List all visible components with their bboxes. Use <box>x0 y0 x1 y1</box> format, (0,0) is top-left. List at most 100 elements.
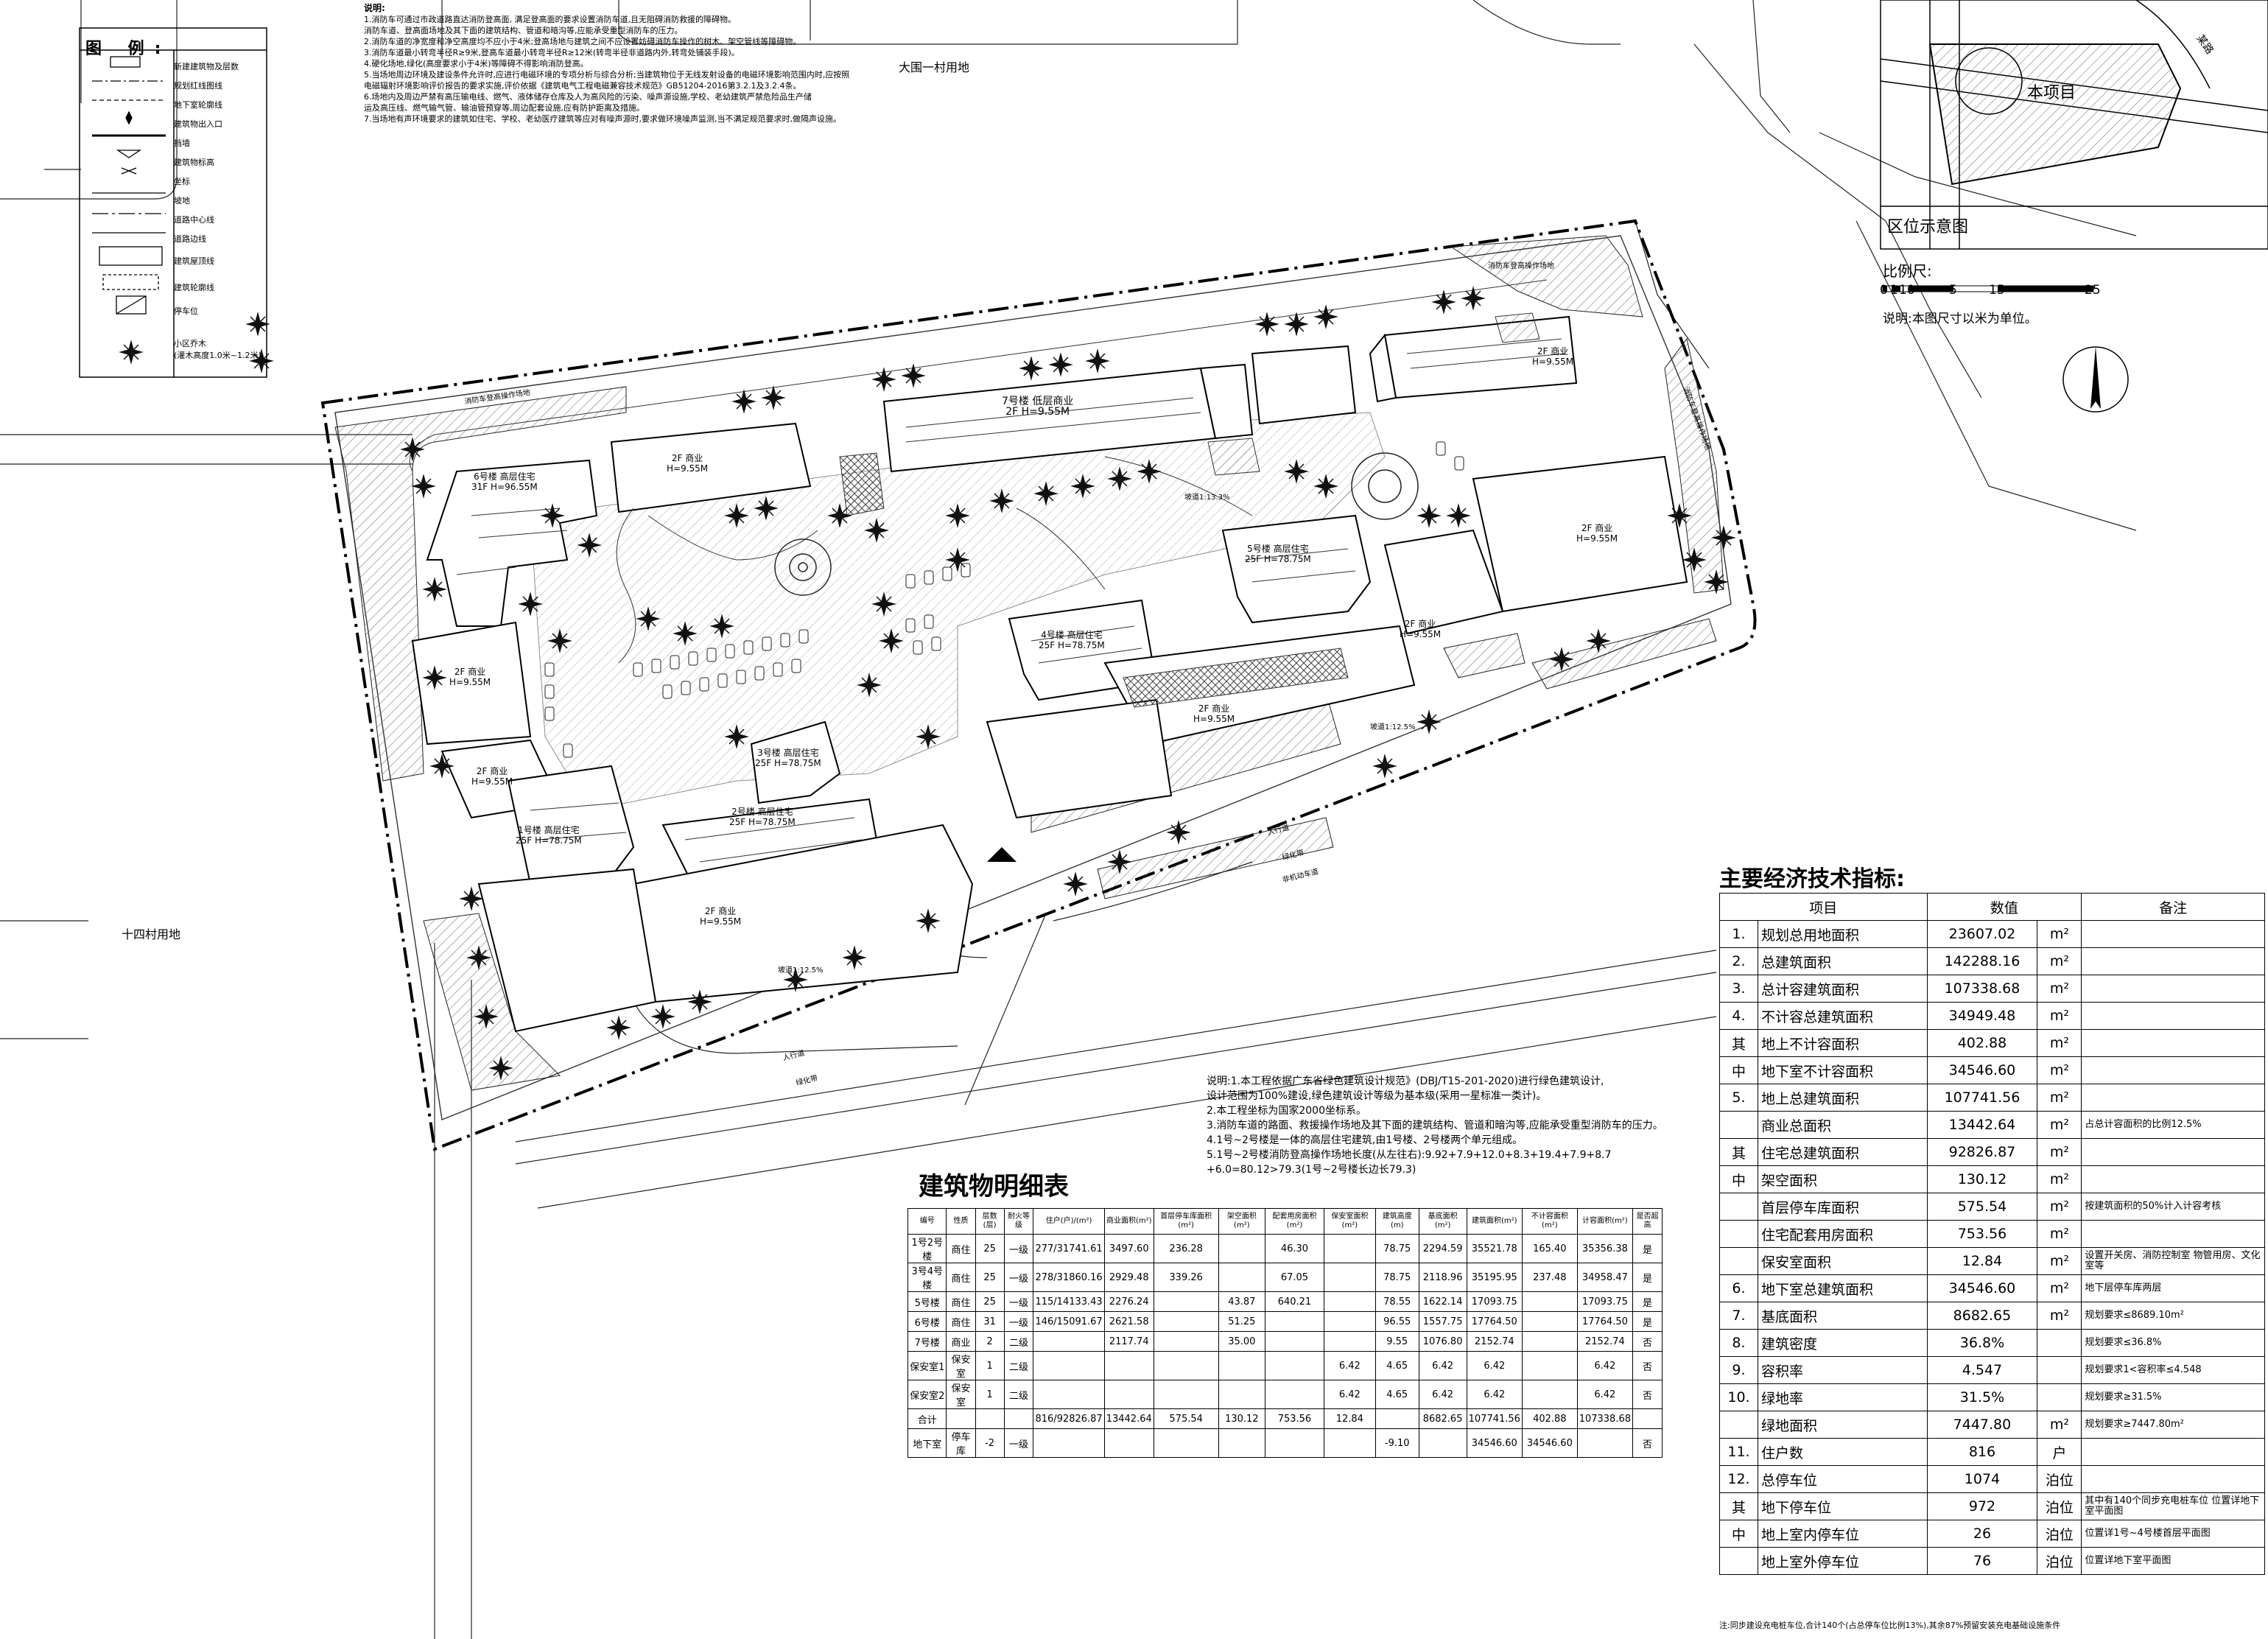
table-cell: 78.75 <box>1375 1263 1419 1292</box>
table-cell: 17764.50 <box>1576 1311 1634 1332</box>
table-cell: 67.05 <box>1265 1263 1324 1292</box>
table-cell: 8682.65 <box>1926 1302 2038 1330</box>
table-cell: 二级 <box>1003 1351 1034 1380</box>
table-cell: 7. <box>1719 1302 1758 1330</box>
table-cell <box>1218 1351 1266 1380</box>
table-cell: 商住 <box>946 1311 976 1332</box>
table-header-cell: 层数(层) <box>975 1208 1005 1235</box>
table-cell <box>1218 1428 1266 1458</box>
inset-title: 区位示意图 <box>1887 218 1969 236</box>
table-header-cell: 计容面积(m²) <box>1576 1208 1634 1235</box>
table-header-cell: 是否超高 <box>1632 1208 1663 1235</box>
table-cell: 不计容总建筑面积 <box>1757 1002 1928 1030</box>
table-cell: 25 <box>975 1263 1005 1292</box>
table-cell: 绿地率 <box>1757 1383 1928 1411</box>
table-cell: 一级 <box>1003 1428 1034 1458</box>
table-cell: 972 <box>1926 1492 2038 1520</box>
table-cell: 总停车位 <box>1757 1465 1928 1493</box>
table-cell: 1 <box>975 1351 1005 1380</box>
legend-item: 地下室轮廓线 <box>174 100 222 110</box>
table-cell: 是 <box>1632 1263 1663 1292</box>
scale-num: 1 <box>1890 283 1898 298</box>
table-cell <box>1265 1428 1324 1458</box>
table-cell <box>1003 1408 1034 1429</box>
table-cell <box>1521 1351 1578 1380</box>
west-land-label: 十四村用地 <box>122 927 181 941</box>
north-land-label: 大围一村用地 <box>899 60 970 74</box>
building-details <box>456 312 1566 863</box>
table-cell: m² <box>2037 1193 2082 1221</box>
table-cell <box>2081 975 2265 1003</box>
table-cell: 575.54 <box>1153 1408 1219 1429</box>
table-cell: 11. <box>1719 1438 1758 1466</box>
parking-stalls <box>544 441 1464 758</box>
table-cell: 107741.56 <box>1466 1408 1523 1429</box>
table-cell <box>1521 1380 1578 1409</box>
table-cell: 商业 <box>946 1331 976 1352</box>
legend-item: 挡墙 <box>174 138 190 148</box>
table-cell <box>2081 1138 2265 1166</box>
table-cell <box>1323 1428 1376 1458</box>
table-cell <box>1218 1263 1266 1292</box>
table-cell: 地上室外停车位 <box>1757 1547 1928 1575</box>
table-cell: 规划要求1<容积率≤4.548 <box>2081 1356 2265 1384</box>
table-cell <box>2037 1356 2082 1384</box>
table-cell: 规划要求≤8689.10m² <box>2081 1302 2265 1330</box>
table-cell: m² <box>2037 1138 2082 1166</box>
table-cell: 1622.14 <box>1418 1291 1467 1312</box>
table-cell <box>1033 1351 1105 1380</box>
table-cell: 否 <box>1632 1331 1663 1352</box>
econ-table-title: 主要经济技术指标: <box>1719 866 1905 892</box>
table-cell: 78.55 <box>1375 1291 1419 1312</box>
table-cell: 34546.60 <box>1926 1056 2038 1084</box>
table-cell: 二级 <box>1003 1380 1034 1409</box>
table-header-cell: 不计容面积(m²) <box>1521 1208 1578 1235</box>
table-cell: 35356.38 <box>1576 1234 1634 1263</box>
notes-title: 说明: <box>364 3 385 13</box>
table-cell <box>1323 1263 1376 1292</box>
table-cell: 1557.75 <box>1418 1311 1467 1332</box>
table-cell <box>1103 1380 1154 1409</box>
table-cell: m² <box>2037 1165 2082 1193</box>
table-cell: 3497.60 <box>1103 1234 1154 1263</box>
table-cell: 8. <box>1719 1329 1758 1357</box>
table-cell: 146/15091.67 <box>1033 1311 1105 1332</box>
table-cell: 保安室 <box>946 1380 976 1409</box>
table-cell: 泊位 <box>2037 1520 2082 1548</box>
table-cell: 107741.56 <box>1926 1084 2038 1112</box>
table-cell: 34958.47 <box>1576 1263 1634 1292</box>
building-table: 编号性质层数(层)耐火等级住户(户)/(m²)商业面积(m²)首层停车库面积(m… <box>907 1208 1663 1458</box>
table-cell: -2 <box>975 1428 1005 1458</box>
table-cell: 商住 <box>946 1234 976 1263</box>
scale-bar <box>1882 285 2094 292</box>
table-cell <box>1103 1351 1154 1380</box>
scale-num: 25 <box>2085 283 2101 298</box>
table-cell <box>1033 1331 1105 1352</box>
table-cell: 26 <box>1926 1520 2038 1548</box>
econ-footnote: 注:同步建设充电桩车位,合计140个(占总停车位比例13%),其余87%预留安装… <box>1719 1621 2061 1630</box>
table-cell: 停车库 <box>946 1428 976 1458</box>
table-cell <box>1375 1408 1419 1429</box>
table-cell: 位置详1号~4号楼首层平面图 <box>2081 1520 2265 1548</box>
table-cell: 其 <box>1719 1492 1758 1520</box>
table-cell: 否 <box>1632 1380 1663 1409</box>
table-cell: 6.42 <box>1466 1351 1523 1380</box>
table-cell: 设置开关房、消防控制室 物管用房、文化室等 <box>2081 1247 2265 1275</box>
table-cell: 保安室面积 <box>1757 1247 1928 1275</box>
table-cell: 130.12 <box>1926 1165 2038 1193</box>
table-header-cell: 首层停车库面积(m²) <box>1153 1208 1219 1235</box>
table-cell: 4. <box>1719 1002 1758 1030</box>
legend-item: 规划红线图线 <box>174 81 222 91</box>
table-cell: 是 <box>1632 1311 1663 1332</box>
table-header-cell: 架空面积(m²) <box>1218 1208 1266 1235</box>
table-cell: 6.42 <box>1576 1380 1634 1409</box>
building-footprints <box>411 315 1688 1033</box>
